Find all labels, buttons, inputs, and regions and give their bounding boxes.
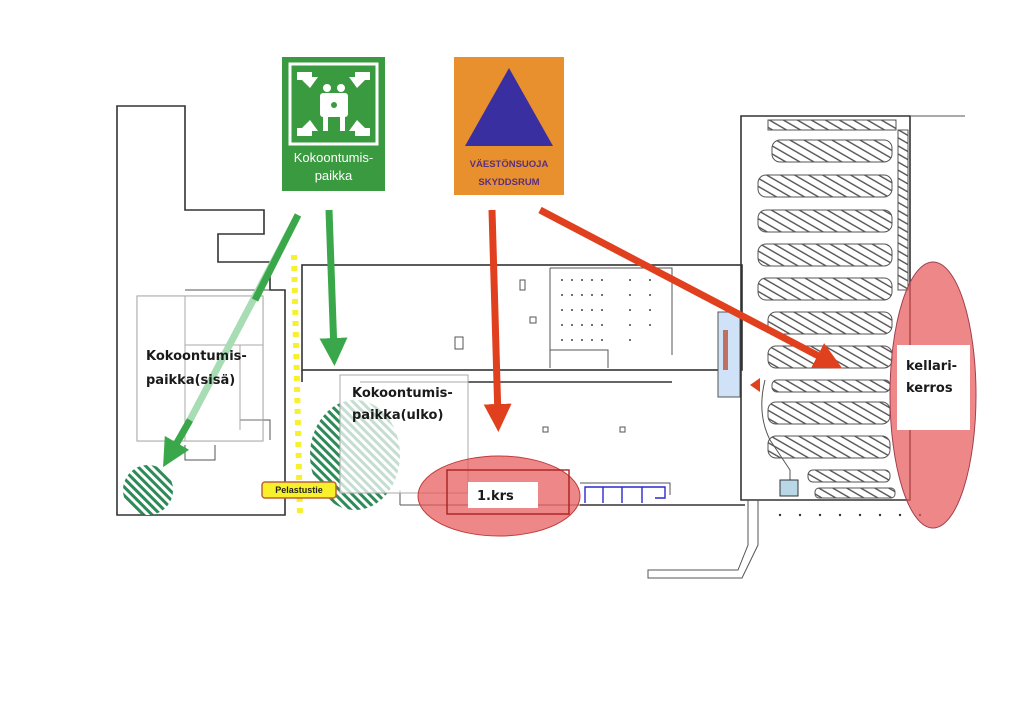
- basement-label-box: [897, 345, 970, 430]
- arrow-to-outside-assembly: [319, 209, 348, 366]
- assembly-inside-label-line1: Kokoontumis-: [146, 349, 247, 364]
- civil-defence-triangle-icon: [465, 68, 553, 146]
- rescue-route-sign: Pelastustie: [261, 481, 337, 499]
- red-arrows: [483, 206, 843, 432]
- rescue-route-label: Pelastustie: [275, 485, 323, 495]
- arrow-to-inside-assembly: [163, 418, 194, 468]
- arrow-to-floor1: [483, 209, 512, 432]
- shelter-sign-line1: VÄESTÖNSUOJA: [470, 159, 549, 170]
- assembly-inside-label-line2: paikka(sisä): [146, 373, 235, 388]
- column-grid: [561, 279, 651, 341]
- green-arrows: [163, 209, 348, 468]
- assembly-outside-label-line2: paikka(ulko): [352, 408, 443, 423]
- arrow-to-basement: [538, 206, 843, 369]
- parking-rows: [757, 139, 896, 499]
- shelter-sign-line2: SKYDDSRUM: [478, 177, 539, 188]
- assembly-sign-line1: Kokoontumis-: [294, 150, 373, 165]
- blue-rooms: [584, 486, 666, 503]
- floor1-label-box: [468, 482, 538, 508]
- rescue-route-line: [291, 254, 303, 516]
- assembly-sign-line2: paikka: [315, 168, 353, 183]
- assembly-outside-label-line1: Kokoontumis-: [352, 386, 453, 401]
- left-building-plan: [116, 105, 286, 516]
- parking-garage-plan: [647, 115, 965, 579]
- basement-label-line1: kellari-: [906, 359, 957, 374]
- floor1-label: 1.krs: [477, 489, 514, 504]
- assembly-zone-inside: [123, 465, 173, 515]
- assembly-point-sign: Kokoontumis- paikka: [282, 57, 385, 191]
- basement-label-line2: kerros: [906, 381, 953, 396]
- shelter-sign: VÄESTÖNSUOJA SKYDDSRUM: [454, 57, 564, 195]
- assembly-point-icon: [297, 72, 370, 136]
- lobby-blue: [717, 311, 741, 398]
